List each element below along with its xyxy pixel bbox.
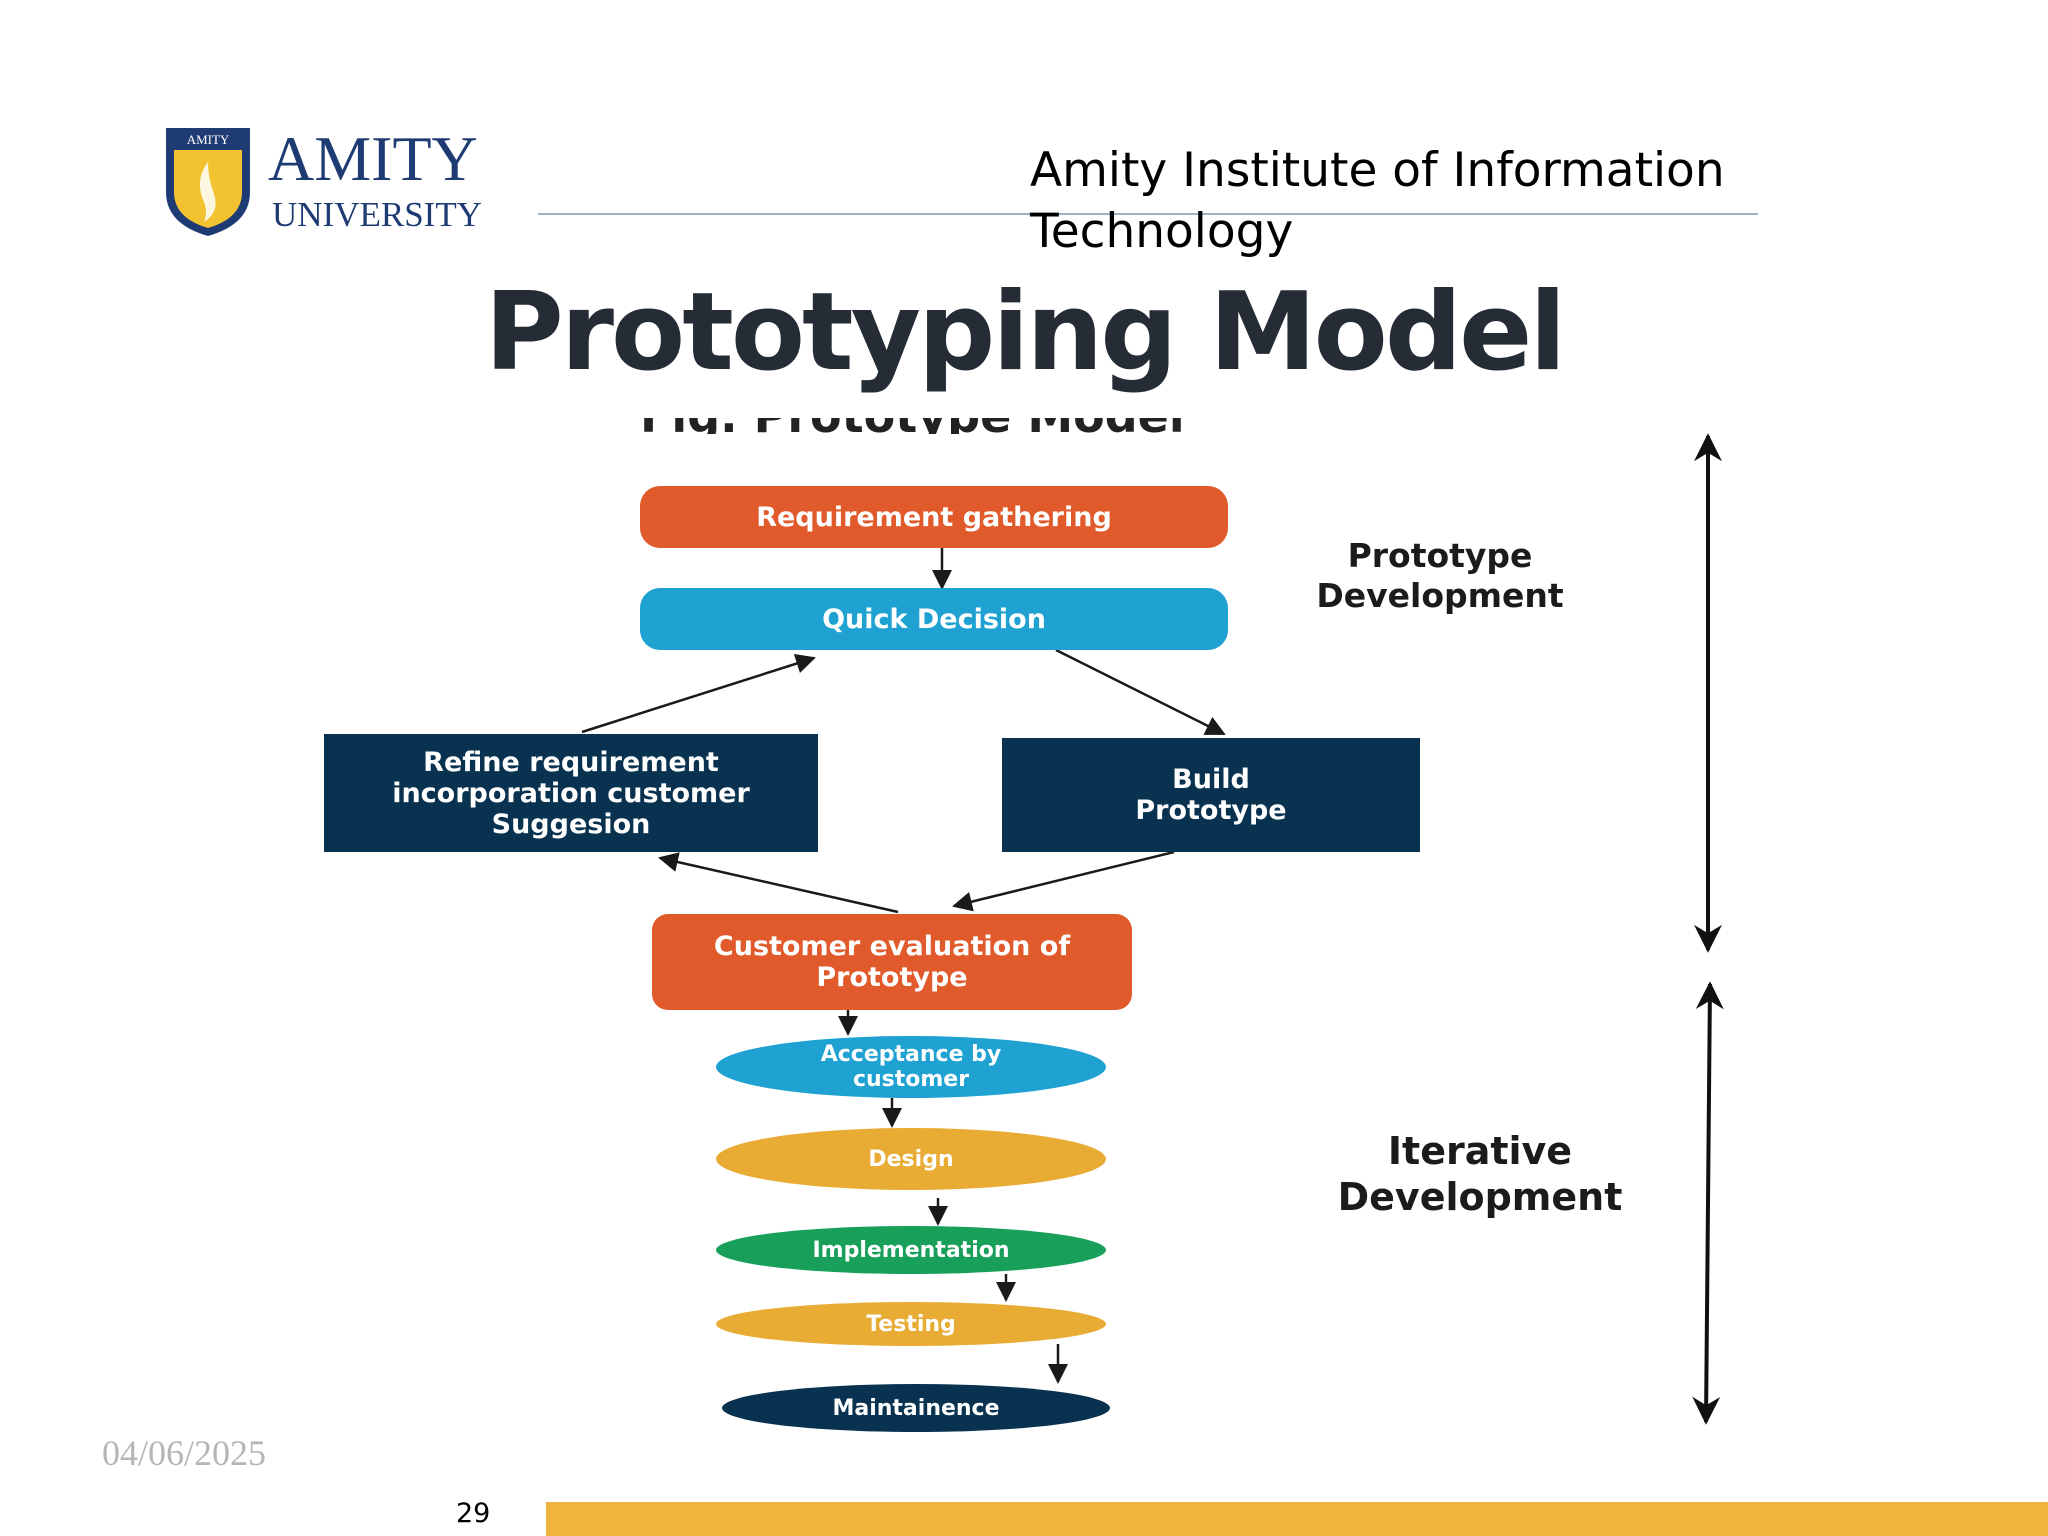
node-implementation: Implementation <box>716 1226 1106 1274</box>
label-prototype-development: Prototype Development <box>1316 536 1564 615</box>
node-maintenance: Maintainence <box>722 1384 1110 1432</box>
arrow-refine-to-quick <box>581 653 816 734</box>
arrow-build-to-eval <box>952 850 1175 912</box>
node-customer-evaluation: Customer evaluation of Prototype <box>652 914 1132 1010</box>
header-divider <box>538 213 1758 215</box>
amity-university-logo: AMITY AMITY UNIVERSITY <box>166 123 482 236</box>
node-testing: Testing <box>716 1302 1106 1346</box>
footer-accent-bar <box>546 1502 2048 1536</box>
slide-date: 04/06/2025 <box>102 1433 267 1473</box>
page-number: 29 <box>456 1498 491 1529</box>
institute-name: Amity Institute of Information Technolog… <box>1030 143 1725 259</box>
node-acceptance-by-customer: Acceptance by customer <box>716 1036 1106 1098</box>
diagram-caption-cut: Fig. Prototype Model <box>640 412 1185 443</box>
shield-icon: AMITY <box>166 128 250 236</box>
node-requirement-gathering: Requirement gathering <box>640 486 1228 548</box>
diagram-connectors: Fig. Prototype Model <box>581 412 1724 1425</box>
iterative-phase-arrow <box>1692 981 1724 1425</box>
label-iterative-development: Iterative Development <box>1337 1129 1623 1219</box>
slide-title: Prototyping Model <box>484 270 1567 395</box>
node-quick-decision: Quick Decision <box>640 588 1228 650</box>
prototype-model-diagram: Fig. Prototype Model Requirement gatheri… <box>300 412 1740 1452</box>
node-design: Design <box>716 1128 1106 1190</box>
arrow-quick-to-build <box>1055 648 1226 736</box>
node-refine-requirement: Refine requirement incorporation custome… <box>324 734 818 852</box>
arrow-eval-to-refine <box>658 852 899 914</box>
svg-text:AMITY: AMITY <box>187 132 230 147</box>
node-build-prototype: Build Prototype <box>1002 738 1420 852</box>
logo-wordmark-university: UNIVERSITY <box>272 195 482 234</box>
logo-wordmark-amity: AMITY <box>268 123 478 194</box>
